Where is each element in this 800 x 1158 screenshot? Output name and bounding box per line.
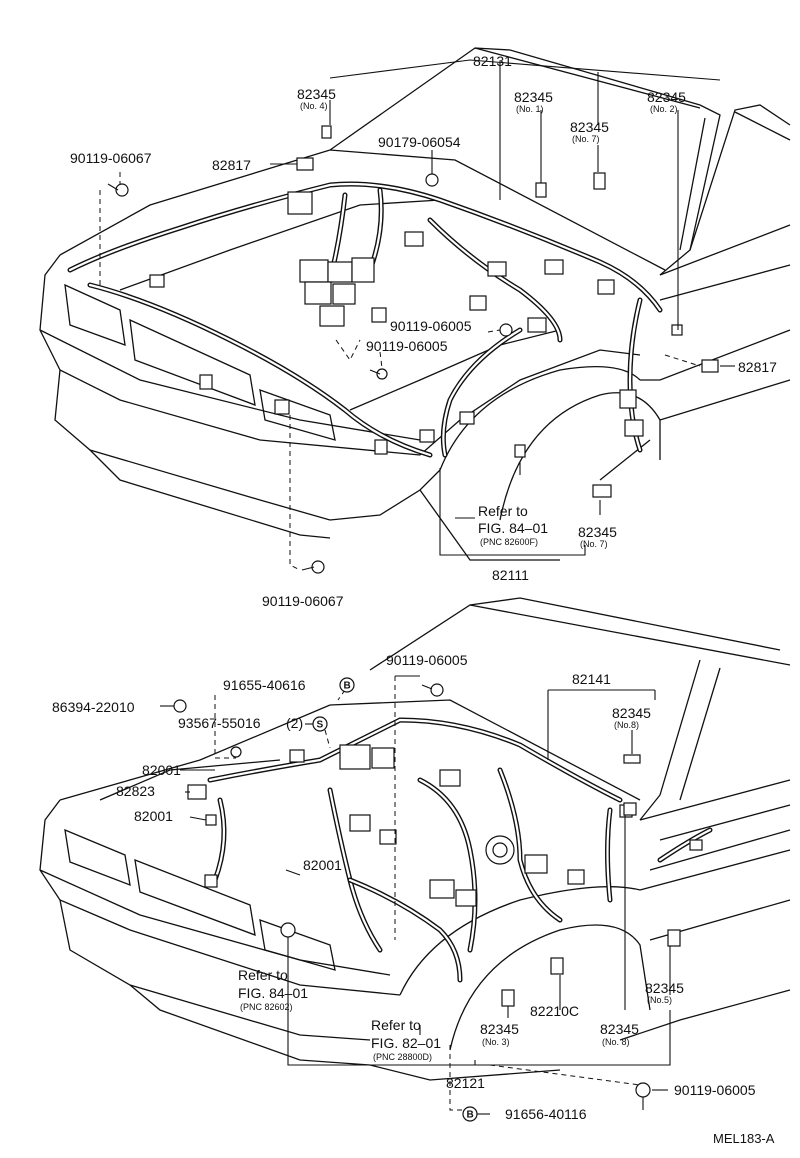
refer-to-b: Refer to: [238, 967, 288, 983]
label-82345-no8-b: 82345: [600, 1021, 639, 1037]
harness-82141: [207, 717, 713, 983]
bracket-82823-icon: [187, 784, 207, 800]
s-marker-icon: [312, 716, 328, 732]
harness-82131: [67, 181, 663, 458]
label-82131: 82131: [473, 53, 512, 69]
bottom-leader-lines: [180, 675, 671, 1111]
b-marker-icon: [339, 677, 355, 693]
label-82823: 82823: [116, 783, 155, 799]
pnc-82602: (PNC 82602): [240, 1002, 293, 1012]
label-90119-06005-d: 90119-06005: [674, 1082, 756, 1098]
label-93567-qty: (2): [286, 715, 303, 731]
nut-93567-55016-icon: [230, 746, 242, 758]
label-82345-no4-sub: (No. 4): [300, 101, 328, 111]
s-marker: S: [317, 720, 324, 731]
label-82345-no3-sub: (No. 3): [482, 1037, 510, 1047]
bolt-90179-06054-icon: [425, 173, 439, 187]
pnc-82600f: (PNC 82600F): [480, 537, 538, 547]
label-82345-no8-a-sub: (No.8): [614, 720, 639, 730]
label-82121: 82121: [446, 1075, 485, 1091]
b-marker-2: B: [467, 1110, 474, 1121]
clamp-bottom-icon: [280, 922, 296, 938]
relay-block-bottom: [204, 744, 703, 907]
bolt-86394-22010-icon: [173, 699, 187, 713]
label-82345-no8-b-sub: (No. 8): [602, 1037, 630, 1047]
label-86394-22010: 86394-22010: [52, 699, 135, 715]
bolt-90119-06067-icon: [115, 183, 129, 197]
label-82345-no2: 82345: [647, 89, 686, 105]
top-engine-bay-illustration: [39, 47, 791, 574]
relay-block-top: [149, 191, 683, 498]
label-82141: 82141: [572, 671, 611, 687]
label-82345-no7-a-sub: (No. 7): [572, 134, 600, 144]
bottom-callouts: 90119-06005 91655-40616 B 86394-22010 93…: [52, 652, 756, 1122]
figure-code: MEL183-A: [713, 1131, 775, 1146]
top-callouts: 82131 82345 (No. 4) 82345 (No. 1) 82345 …: [70, 53, 777, 609]
label-82345-no1: 82345: [514, 89, 553, 105]
label-90179-06054: 90179-06054: [378, 134, 461, 150]
label-91656-40116: 91656-40116: [505, 1106, 587, 1122]
connector-82345-no4-icon: [321, 125, 332, 139]
pnc-28800d: (PNC 28800D): [373, 1052, 432, 1062]
refer-to-a: Refer to: [478, 503, 528, 519]
connector-82345-no3-icon: [501, 989, 515, 1007]
b-marker-1: B: [344, 681, 351, 692]
label-90119-06067-a: 90119-06067: [70, 150, 152, 166]
label-82001-a: 82001: [142, 762, 181, 778]
label-82345-no7-b-sub: (No. 7): [580, 539, 608, 549]
bolt-90119-06005-icon: [499, 323, 513, 337]
label-82345-no4: 82345: [297, 86, 336, 102]
label-82817-b: 82817: [738, 359, 777, 375]
fig-84-01-a: FIG. 84–01: [478, 520, 548, 536]
bolt-90119-06005-d-icon: [635, 1082, 651, 1098]
fig-82-01-c: FIG. 82–01: [371, 1035, 441, 1051]
connector-82345-no8-a-icon: [623, 754, 641, 764]
label-93567-55016: 93567-55016: [178, 715, 261, 731]
label-82345-no5-sub: (No.5): [647, 995, 672, 1005]
bottom-engine-bay-illustration: [39, 597, 791, 1110]
label-82345-no8-a: 82345: [612, 705, 651, 721]
label-82345-no2-sub: (No. 2): [650, 104, 678, 114]
connector-82345-no1-icon: [535, 182, 547, 198]
bolt-90119-06005-c-icon: [430, 683, 444, 697]
connector-82345-no5-icon: [667, 929, 681, 947]
label-82345-no7-a: 82345: [570, 119, 609, 135]
connector-82345-no7-icon: [593, 172, 606, 190]
bolt-90119-06005-b-icon: [376, 368, 388, 380]
refer-to-c: Refer to: [371, 1017, 421, 1033]
top-leader-lines: [99, 59, 735, 571]
label-82817-a: 82817: [212, 157, 251, 173]
label-82345-no3: 82345: [480, 1021, 519, 1037]
label-82001-b: 82001: [134, 808, 173, 824]
clip-82001-icon: [205, 814, 217, 826]
label-90119-06005-b: 90119-06005: [366, 338, 448, 354]
clamp-82817-icon: [296, 157, 314, 171]
label-82210c: 82210C: [530, 1003, 579, 1019]
label-90119-06005-c: 90119-06005: [386, 652, 468, 668]
fig-84-01-b: FIG. 84–01: [238, 985, 308, 1001]
label-90119-06005-a: 90119-06005: [390, 318, 472, 334]
label-82345-no1-sub: (No. 1): [516, 104, 544, 114]
label-90119-06067-b: 90119-06067: [262, 593, 344, 609]
label-82345-no7-b: 82345: [578, 524, 617, 540]
clamp-82817-b-icon: [701, 359, 719, 373]
label-82111: 82111: [492, 567, 529, 583]
connector-82345-no8-b-icon: [623, 802, 637, 816]
label-82001-c: 82001: [303, 857, 342, 873]
label-91655-40616: 91655-40616: [223, 677, 306, 693]
label-82345-no5: 82345: [645, 980, 684, 996]
connector-82210c-icon: [550, 957, 564, 975]
